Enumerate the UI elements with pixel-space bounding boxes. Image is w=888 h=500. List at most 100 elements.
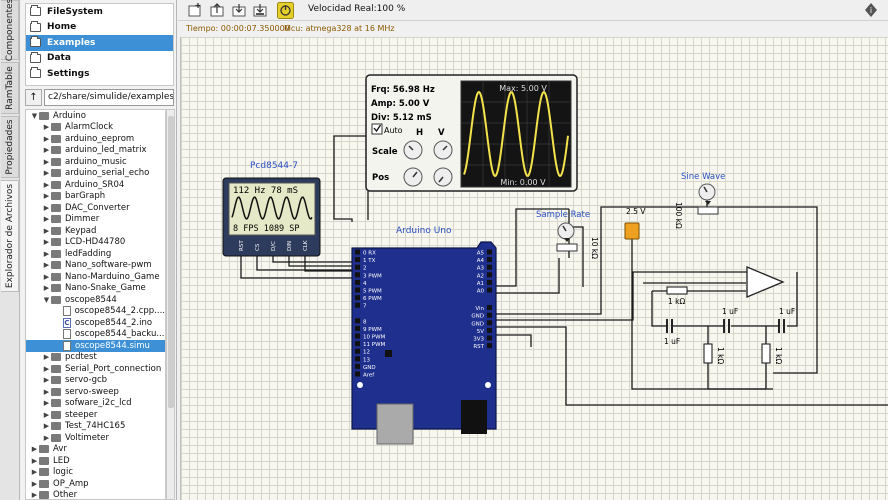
tree-folder[interactable]: ▶Avr [26,444,165,456]
tree-folder[interactable]: ▶logic [26,467,165,479]
tree-folder[interactable]: ▶barGraph [26,191,165,203]
tree-folder[interactable]: ▶Dimmer [26,214,165,226]
arduino-pin-header[interactable] [355,341,360,347]
up-directory-button[interactable]: ↑ [25,89,42,106]
tree-folder[interactable]: ▶LCD-HD44780 [26,237,165,249]
tree-folder[interactable]: ▶sofware_i2c_lcd [26,398,165,410]
capacitor-c3[interactable] [778,319,785,333]
chevron-right-icon[interactable]: ▶ [43,353,50,362]
tab-componentes[interactable]: Componentes [1,0,19,61]
arduino-pin-header[interactable] [355,348,360,354]
arduino-pin-header[interactable] [355,279,360,285]
chevron-right-icon[interactable]: ▶ [43,238,50,247]
tree-folder[interactable]: ▶AlarmClock [26,122,165,134]
bookmark-examples[interactable]: Examples [26,35,173,51]
tree-folder[interactable]: ▶LED [26,455,165,467]
tree-folder[interactable]: ▶Test_74HC165 [26,421,165,433]
arduino-pin-header[interactable] [355,287,360,293]
sine-wave-potentiometer[interactable]: Sine Wave 100 kΩ [674,172,725,229]
chevron-right-icon[interactable]: ▶ [43,226,50,235]
bookmark-home[interactable]: Home [26,20,173,36]
tree-scrollbar[interactable] [166,109,175,500]
arduino-pin-header[interactable] [487,320,492,326]
chevron-right-icon[interactable]: ▶ [43,192,50,201]
chevron-down-icon[interactable]: ▼ [43,295,50,304]
bookmark-filesystem[interactable]: FileSystem [26,4,173,20]
tree-folder[interactable]: ▶Voltimeter [26,432,165,444]
open-circuit-icon[interactable] [209,2,225,18]
chevron-right-icon[interactable]: ▶ [43,169,50,178]
chevron-right-icon[interactable]: ▶ [43,261,50,270]
bookmark-data[interactable]: Data [26,51,173,67]
arduino-pin-header[interactable] [355,356,360,362]
chevron-right-icon[interactable]: ▶ [31,468,38,477]
tree-folder[interactable]: ▶DAC_Converter [26,202,165,214]
resistor-r3[interactable] [761,343,771,364]
arduino-pin-header[interactable] [355,257,360,263]
chevron-right-icon[interactable]: ▶ [43,157,50,166]
sample-rate-potentiometer[interactable]: Sample Rate 10 kΩ [536,210,599,259]
arduino-pin-header[interactable] [355,333,360,339]
capacitor-c1[interactable] [666,319,673,333]
arduino-pin-header[interactable] [487,343,492,349]
tree-folder[interactable]: ▶arduino_eeprom [26,133,165,145]
chevron-right-icon[interactable]: ▶ [43,215,50,224]
op-amp[interactable] [746,266,785,298]
tree-folder[interactable]: ▶Nano-Snake_Game [26,283,165,295]
file-tree[interactable]: ▼Arduino▶AlarmClock▶arduino_eeprom▶ardui… [25,109,166,500]
tree-folder[interactable]: ▶Serial_Port_connection [26,363,165,375]
arduino-pin-header[interactable] [355,302,360,308]
tab-explorador[interactable]: Explorador de Archivos [1,180,19,292]
auto-checkbox[interactable] [371,123,383,135]
chevron-right-icon[interactable]: ▶ [43,272,50,281]
save-circuit-icon[interactable] [231,2,247,18]
chevron-right-icon[interactable]: ▶ [31,491,38,500]
resistor-r2[interactable] [703,343,713,364]
save-as-icon[interactable] [252,2,268,18]
bookmark-settings[interactable]: Settings [26,66,173,82]
tree-folder[interactable]: ▶Arduino_SR04 [26,179,165,191]
tree-folder[interactable]: ▶OP_Amp [26,478,165,490]
tree-folder[interactable]: ▶Other [26,490,165,500]
tree-folder[interactable]: ▶arduino_serial_echo [26,168,165,180]
arduino-pin-header[interactable] [487,335,492,341]
chevron-right-icon[interactable]: ▶ [43,146,50,155]
oscilloscope[interactable]: Frq: 56.98 Hz Amp: 5.00 V Div: 5.12 mS A… [365,74,578,192]
arduino-pin-header[interactable] [487,305,492,311]
arduino-pin-header[interactable] [487,264,492,270]
tree-folder[interactable]: ▶Nano_software-pwm [26,260,165,272]
arduino-pin-header[interactable] [487,249,492,255]
tab-propiedades[interactable]: Propiedades [1,116,19,178]
arduino-pin-header[interactable] [355,325,360,331]
tree-folder[interactable]: ▶Nano-Marduino_Game [26,271,165,283]
chevron-right-icon[interactable]: ▶ [43,123,50,132]
chevron-down-icon[interactable]: ▼ [31,111,38,120]
chevron-right-icon[interactable]: ▶ [43,203,50,212]
arduino-pin-header[interactable] [355,363,360,369]
chevron-right-icon[interactable]: ▶ [31,445,38,454]
chevron-right-icon[interactable]: ▶ [43,387,50,396]
arduino-pin-header[interactable] [487,257,492,263]
tree-folder[interactable]: ▶steeper [26,409,165,421]
chevron-right-icon[interactable]: ▶ [43,422,50,431]
tree-folder[interactable]: ▼oscope8544 [26,294,165,306]
chevron-right-icon[interactable]: ▶ [43,399,50,408]
chevron-right-icon[interactable]: ▶ [43,410,50,419]
arduino-pin-header[interactable] [487,272,492,278]
tab-ramtable[interactable]: RamTable [1,62,19,114]
arduino-pin-header[interactable] [355,272,360,278]
chevron-right-icon[interactable]: ▶ [43,134,50,143]
new-circuit-icon[interactable] [187,2,203,18]
chevron-right-icon[interactable]: ▶ [43,284,50,293]
arduino-pin-header[interactable] [355,264,360,270]
tree-folder[interactable]: ▶arduino_led_matrix [26,145,165,157]
scrollbar-thumb[interactable] [168,116,174,408]
tree-folder[interactable]: ▼Arduino [26,110,165,122]
arduino-pin-header[interactable] [487,279,492,285]
tree-folder[interactable]: ▶Keypad [26,225,165,237]
arduino-pin-header[interactable] [355,318,360,324]
tree-folder[interactable]: ▶servo-sweep [26,386,165,398]
capacitor-c2[interactable] [723,319,730,333]
